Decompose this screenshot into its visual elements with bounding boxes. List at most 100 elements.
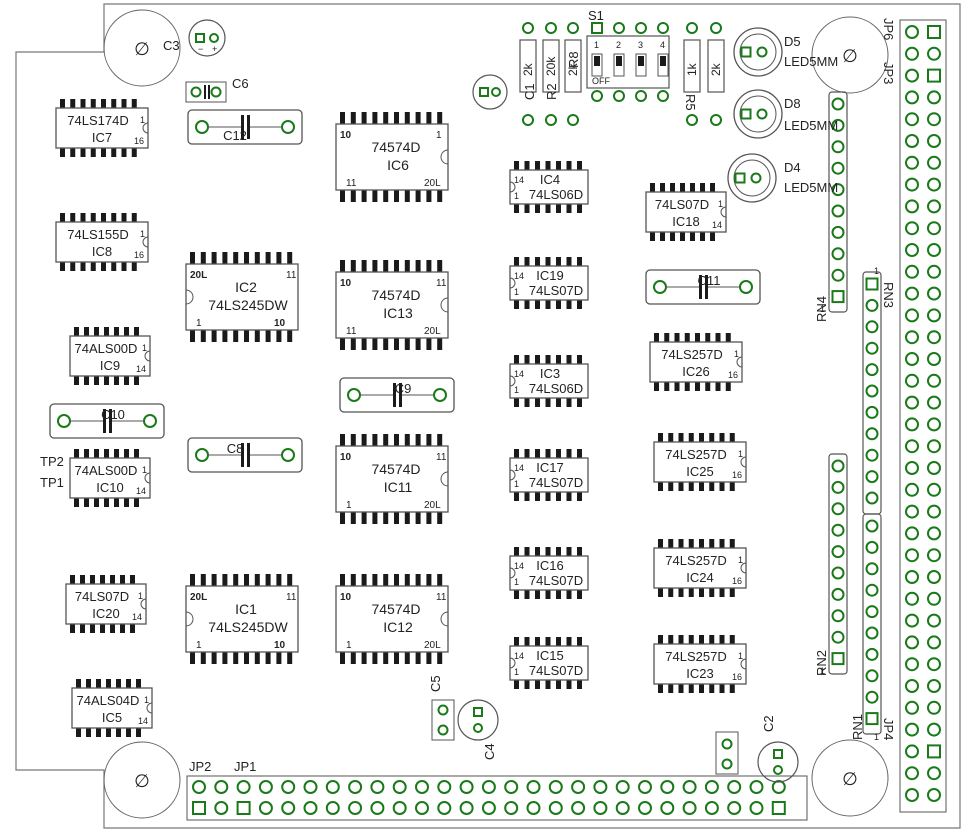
ic-pin1-label: 1 [738,555,743,565]
ic-pin [276,652,282,664]
ic-pin [674,333,680,342]
ic-pin [535,590,540,599]
ic-pinN-label: 14 [514,175,524,185]
ic-pin [84,327,89,336]
ic-pin [104,498,109,507]
round-pad [682,780,697,794]
ic-pin [404,260,410,272]
ic-part-number: 74LS07D [75,589,129,604]
ic-pin [394,512,399,524]
square-pad [865,712,879,726]
header-label-jp4: JP4 [881,718,896,740]
ic-pin [116,728,121,737]
ic-pin [709,482,715,491]
ic-pin [524,637,530,646]
ic-pin [361,112,367,124]
ic-pin [545,257,551,266]
ic-pinN-label: 10 [274,318,286,329]
round-pad [831,545,845,559]
ic-pin [340,652,345,664]
ic-pin [222,252,228,264]
round-pad [865,690,879,704]
ic-pin [276,252,282,264]
ic-pin [404,434,410,446]
ic-pin [556,257,561,266]
round-pad [927,482,941,497]
round-pad [615,801,630,815]
round-pad [905,308,919,323]
ic-part-number: 74LS155D [67,227,128,242]
capacitor-small-bottom [715,731,739,775]
ic-body [69,335,151,377]
ic-pin10-label: 10 [340,130,352,141]
ic-part-number: 74LS174D [67,113,128,128]
round-pad [927,221,941,236]
round-pad [437,704,449,716]
ic-reference: IC24 [686,570,713,585]
round-pad [721,758,733,770]
cap-label-c4: C4 [482,743,497,760]
ic-pin [514,204,519,213]
ic-pin [415,434,421,446]
ic-pin [60,213,65,222]
ic-pin [690,183,695,192]
ic-reference: IC7 [92,130,112,145]
ic-pin [372,112,378,124]
round-pad [686,114,698,126]
ic-body [335,445,449,513]
ic-pin [654,333,659,342]
round-pad [522,22,534,34]
ic-pin [699,433,704,442]
ic-pin [287,574,293,586]
resistor-label-c1: C1 [522,83,537,100]
ic-pin [60,99,65,108]
round-pad [905,90,919,105]
mounting-hole-top-left: ∅ [103,9,181,87]
ic-part-number: 74LS07D [529,475,583,490]
round-pad [865,341,879,355]
round-pad [905,46,919,61]
ic-reference: IC16 [536,558,563,573]
ic-reference: IC12 [383,619,413,635]
round-pad [865,647,879,661]
cap-plate [103,409,106,433]
ic-pin [394,574,399,586]
ic-pin [350,652,356,664]
jumper-label-jp2: JP2 [189,759,211,774]
ic-pin [60,148,65,157]
ic-pin [383,434,389,446]
round-pad [905,766,919,781]
ic-pin [106,728,111,737]
rn-label-rn3: RN3 [881,282,896,308]
square-pad [192,801,206,815]
round-pad [686,22,698,34]
ic-pin [134,449,139,458]
resistor-vertical-2: 20k [542,22,560,126]
ic-pin [394,434,399,446]
ic-pin [545,161,551,170]
ic-pin [100,624,105,633]
ic-pin [383,260,389,272]
round-pad [865,405,879,419]
ic-pinN-label: 16 [134,250,144,260]
round-pad [756,108,768,120]
ic-reference: IC17 [536,460,563,475]
ic-pin [114,498,119,507]
ic-pin [200,574,206,586]
square-pad [479,87,489,97]
ic-pin [106,679,111,688]
ic-pin1-label: 1 [196,318,202,329]
ic-notch [185,289,194,305]
ic-pin [134,376,139,385]
ic-reference: 74LS245DW [208,297,288,313]
capacitor-electrolytic-top [472,74,508,110]
ic-pin [404,574,410,586]
ic-pin [76,679,81,688]
round-pad [593,780,608,794]
